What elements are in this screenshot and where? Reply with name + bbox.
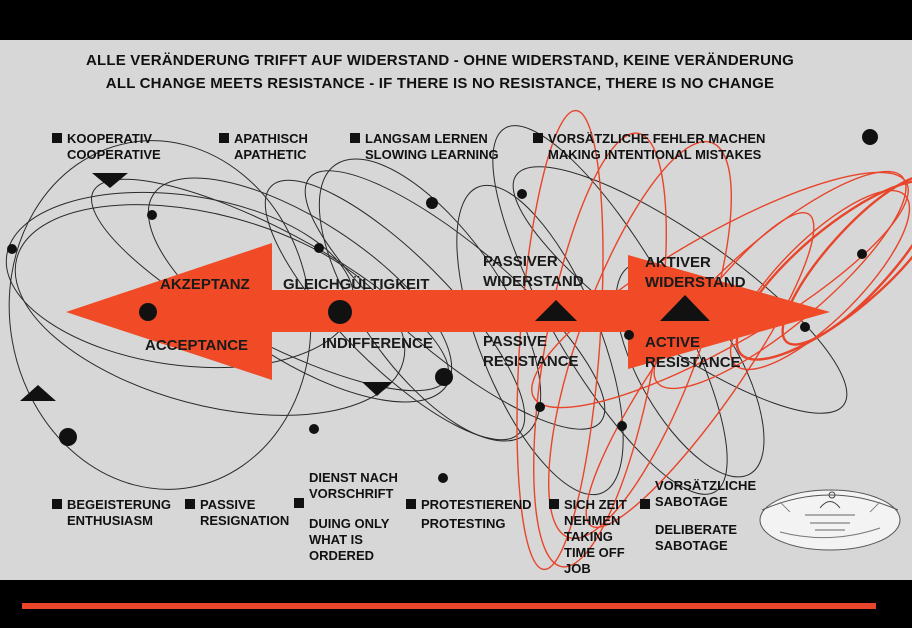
label-slowing-learning: LANGSAM LERNEN SLOWING LEARNING bbox=[350, 131, 499, 163]
label-dienst-en1: DUING ONLY bbox=[309, 516, 390, 531]
label-intentional-mistakes: VORSÄTZLICHE FEHLER MACHEN MAKING INTENT… bbox=[533, 131, 765, 163]
label-sabotage-de1: VORSÄTZLICHE bbox=[655, 478, 757, 493]
label-time-off-en3: JOB bbox=[564, 561, 591, 576]
main-arrow bbox=[66, 243, 830, 380]
stage-acceptance-en: ACCEPTANCE bbox=[145, 337, 249, 354]
stage-indifference-de: GLEICHGÜLTIGKEIT bbox=[283, 276, 430, 293]
bullet-square bbox=[52, 133, 62, 143]
bullet-square bbox=[294, 498, 304, 508]
label-cooperative: KOOPERATIV COOPERATIVE bbox=[52, 131, 161, 163]
label-protesting: PROTESTIEREND PROTESTING bbox=[406, 497, 532, 532]
label-sabotage-en2: SABOTAGE bbox=[655, 538, 728, 553]
orbit-diagram bbox=[5, 109, 912, 571]
label-intentional-mistakes-en: MAKING INTENTIONAL MISTAKES bbox=[548, 147, 762, 162]
stage-active-de-line2: WIDERSTAND bbox=[645, 274, 746, 291]
label-time-off-de2: NEHMEN bbox=[564, 513, 621, 528]
label-dienst-de2: VORSCHRIFT bbox=[309, 486, 394, 501]
label-time-off-en1: TAKING bbox=[564, 529, 613, 544]
stage-active-en-line2: RESISTANCE bbox=[645, 354, 741, 371]
bullet-square bbox=[219, 133, 229, 143]
title-german: ALLE VERÄNDERUNG TRIFFT AUF WIDERSTAND -… bbox=[85, 52, 795, 69]
pen-illustration bbox=[759, 489, 901, 551]
stage-active-en: ACTIVE RESISTANCE bbox=[645, 333, 741, 373]
label-sabotage-de2: SABOTAGE bbox=[655, 494, 728, 509]
stage-indifference-en: INDIFFERENCE bbox=[322, 335, 433, 352]
label-apathetic-de: APATHISCH bbox=[234, 131, 308, 146]
label-enthusiasm: BEGEISTERUNG ENTHUSIASM bbox=[52, 497, 171, 529]
label-resignation-en: RESIGNATION bbox=[200, 513, 290, 528]
label-enthusiasm-de: BEGEISTERUNG bbox=[67, 497, 172, 512]
label-resignation: PASSIVE RESIGNATION bbox=[185, 497, 289, 529]
label-dienst-en2: WHAT IS bbox=[309, 532, 363, 547]
stage-active-de: AKTIVER WIDERSTAND bbox=[645, 253, 746, 293]
title-english: ALL CHANGE MEETS RESISTANCE - IF THERE I… bbox=[105, 75, 775, 92]
bullet-square bbox=[533, 133, 543, 143]
label-protesting-de: PROTESTIEREND bbox=[421, 497, 532, 512]
label-time-off: SICH ZEIT NEHMEN TAKING TIME OFF JOB bbox=[549, 497, 627, 577]
stage-passive-de-line1: PASSIVER bbox=[483, 253, 558, 270]
bullet-square bbox=[350, 133, 360, 143]
label-protesting-en: PROTESTING bbox=[421, 516, 506, 531]
bullet-square bbox=[185, 499, 195, 509]
label-dienst-en3: ORDERED bbox=[309, 548, 375, 563]
stage-passive-en-line2: RESISTANCE bbox=[483, 353, 579, 370]
label-resignation-de: PASSIVE bbox=[200, 497, 256, 512]
label-dienst-nach-vorschrift: DIENST NACH VORSCHRIFT DUING ONLY WHAT I… bbox=[294, 470, 398, 564]
label-apathetic: APATHISCH APATHETIC bbox=[219, 131, 308, 163]
label-sabotage-en1: DELIBERATE bbox=[655, 522, 738, 537]
stage-passive-de: PASSIVER WIDERSTAND bbox=[483, 252, 584, 292]
bullet-square bbox=[549, 499, 559, 509]
stage-active-en-line1: ACTIVE bbox=[645, 334, 701, 351]
label-cooperative-de: KOOPERATIV bbox=[67, 131, 152, 146]
orbit-triangles bbox=[20, 173, 710, 401]
bullet-square bbox=[640, 499, 650, 509]
label-apathetic-en: APATHETIC bbox=[234, 147, 307, 162]
red-thick-orbits bbox=[735, 174, 912, 361]
label-enthusiasm-en: ENTHUSIASM bbox=[67, 513, 153, 528]
label-time-off-en2: TIME OFF bbox=[564, 545, 625, 560]
label-slowing-learning-de: LANGSAM LERNEN bbox=[365, 131, 488, 146]
label-dienst-de1: DIENST NACH bbox=[309, 470, 398, 485]
label-intentional-mistakes-de: VORSÄTZLICHE FEHLER MACHEN bbox=[548, 131, 766, 146]
stage-active-de-line1: AKTIVER bbox=[645, 254, 711, 271]
slide: ALLE VERÄNDERUNG TRIFFT AUF WIDERSTAND -… bbox=[0, 40, 912, 580]
bottom-accent-line bbox=[22, 603, 876, 609]
label-time-off-de1: SICH ZEIT bbox=[564, 497, 627, 512]
label-cooperative-en: COOPERATIVE bbox=[67, 147, 161, 162]
stage-passive-en: PASSIVE RESISTANCE bbox=[483, 332, 579, 372]
label-slowing-learning-en: SLOWING LEARNING bbox=[365, 147, 499, 162]
bullet-square bbox=[406, 499, 416, 509]
stage-passive-de-line2: WIDERSTAND bbox=[483, 273, 584, 290]
stage-passive-en-line1: PASSIVE bbox=[483, 333, 547, 350]
orbit-dots bbox=[7, 129, 878, 483]
bullet-square bbox=[52, 499, 62, 509]
label-deliberate-sabotage: VORSÄTZLICHE SABOTAGE DELIBERATE SABOTAG… bbox=[640, 478, 756, 554]
stage-acceptance-de: AKZEPTANZ bbox=[160, 276, 250, 293]
